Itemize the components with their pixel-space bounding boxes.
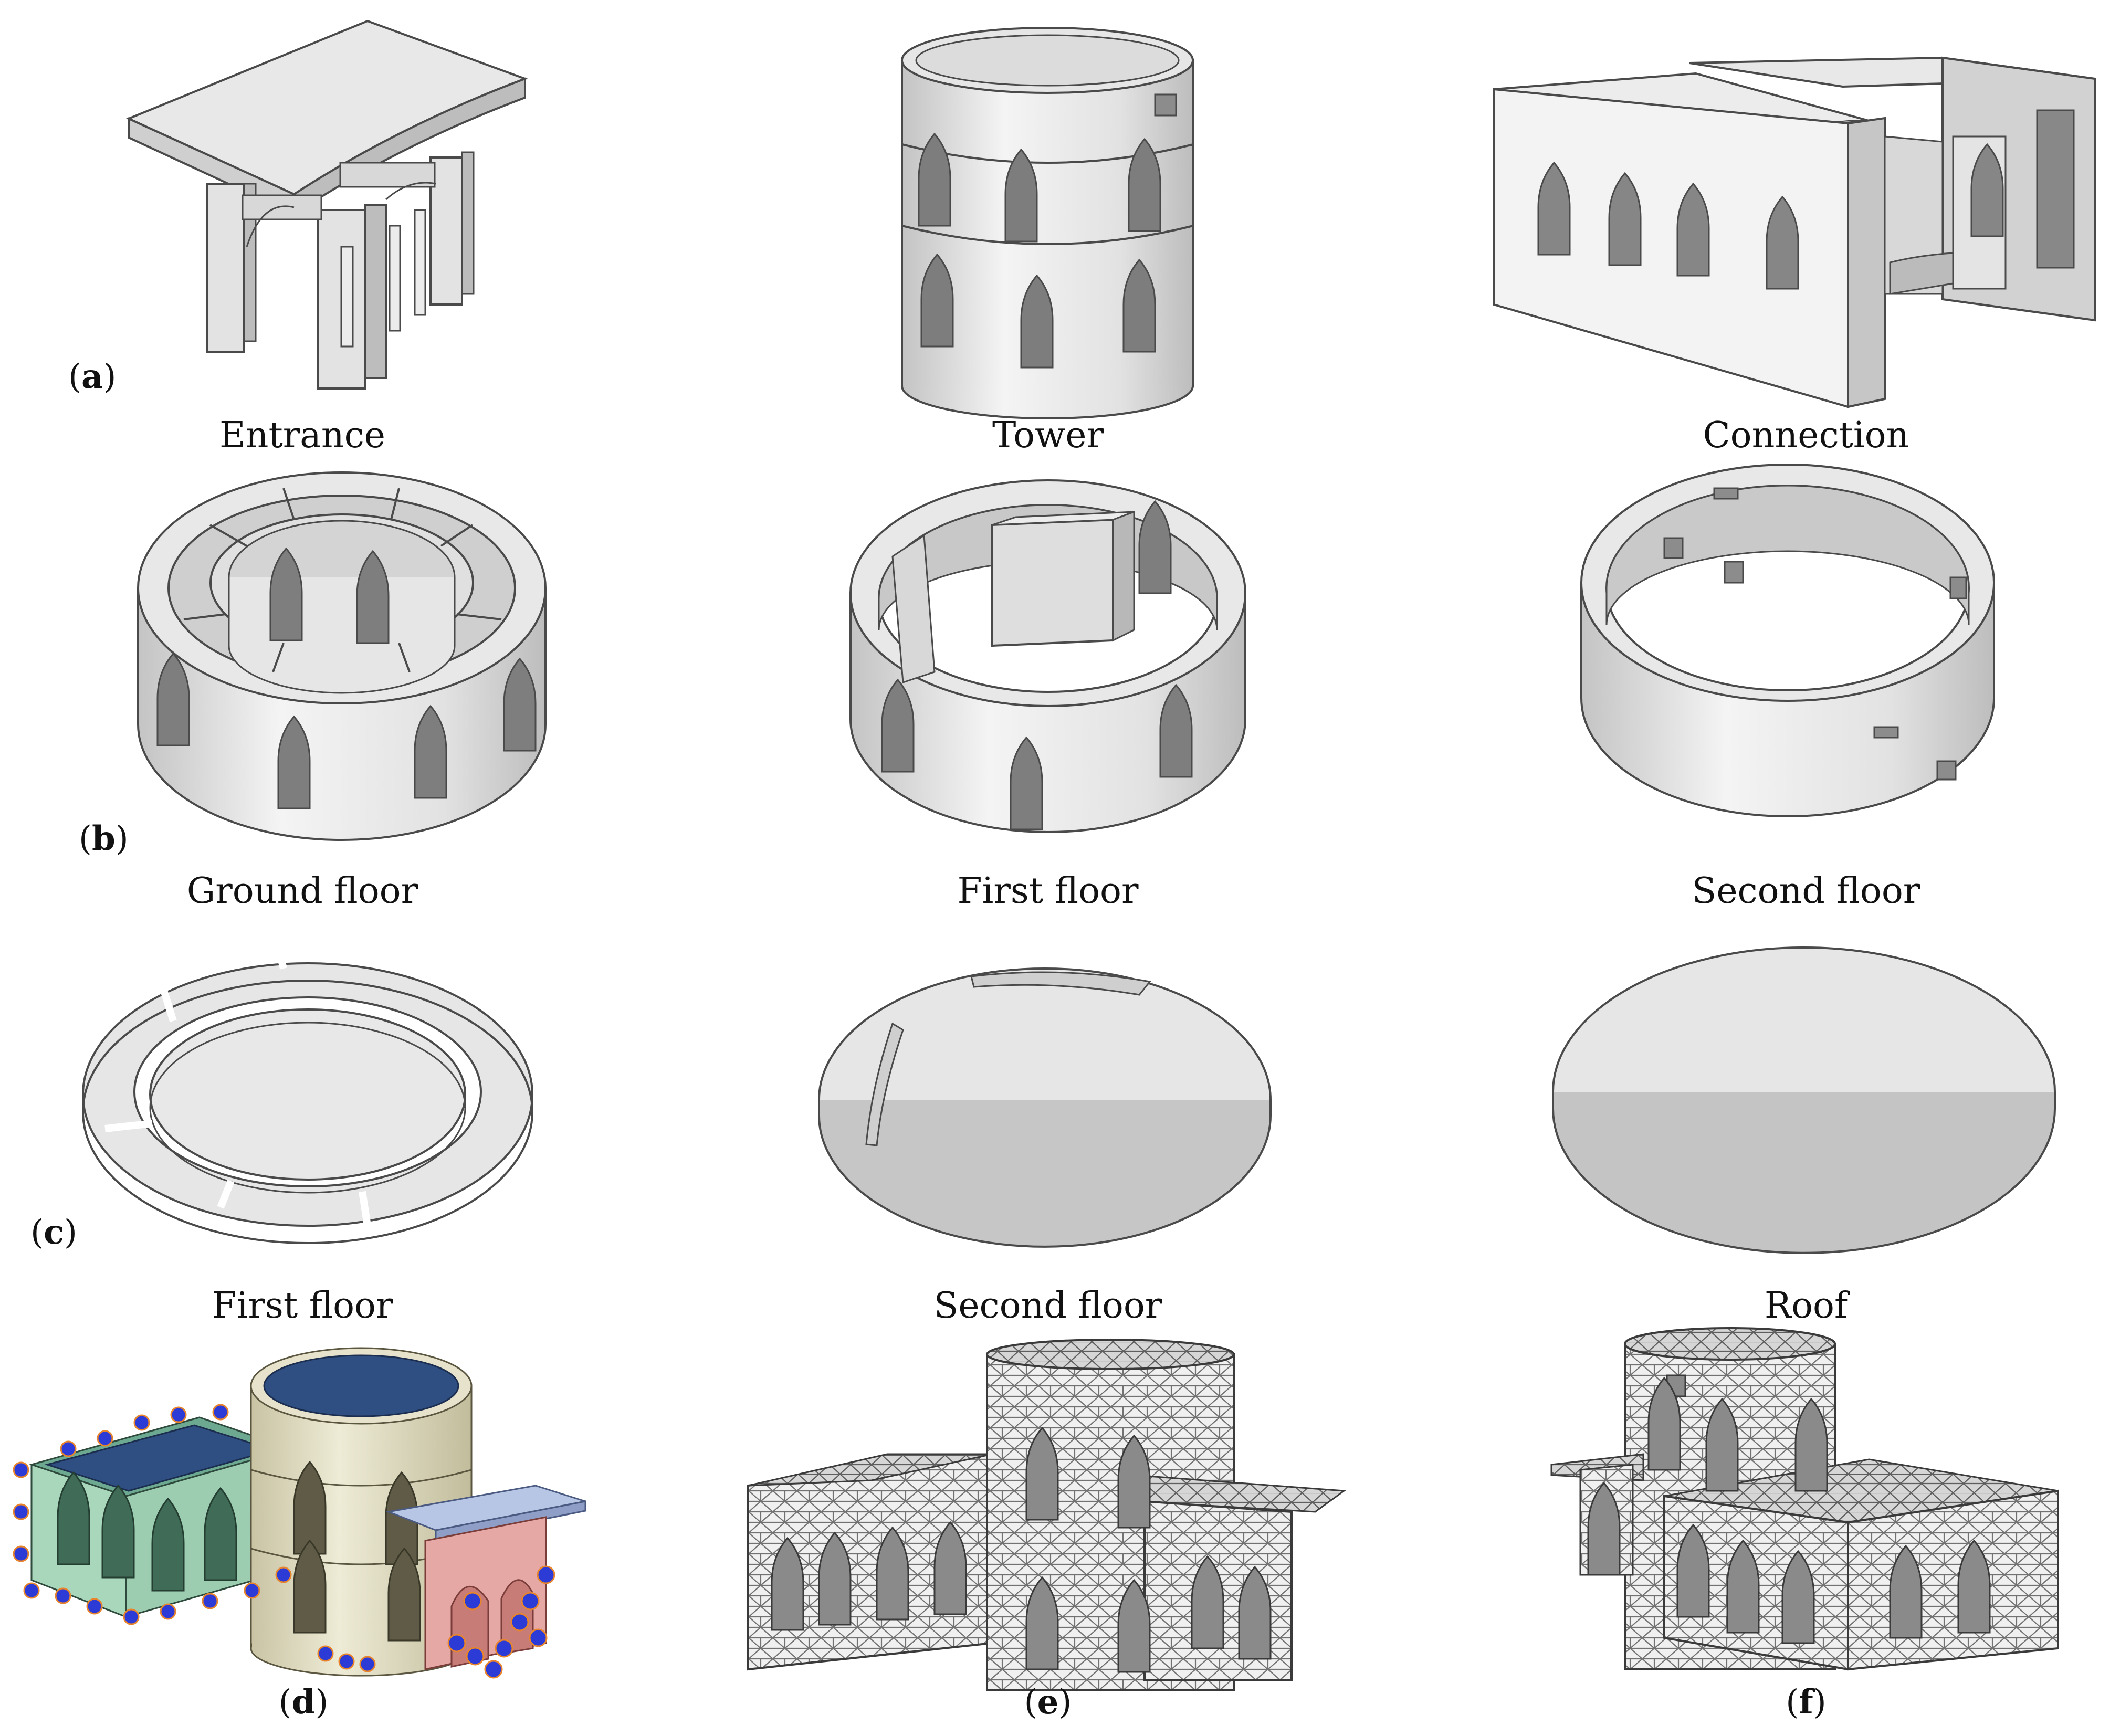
caption-ground-floor: Ground floor bbox=[186, 870, 418, 912]
panel-label-a: (a) bbox=[68, 357, 117, 396]
assembly-model bbox=[13, 1347, 586, 1679]
caption-first-floor: First floor bbox=[957, 870, 1139, 912]
panel-label-c: (c) bbox=[30, 1213, 77, 1252]
mesh-back bbox=[1550, 1327, 2059, 1671]
tower-solid bbox=[901, 27, 1194, 419]
caption-connection: Connection bbox=[1703, 415, 1909, 456]
caption-second-floor: Second floor bbox=[1692, 870, 1920, 912]
caption-roof: Roof bbox=[1764, 1285, 1848, 1327]
caption-entrance: Entrance bbox=[219, 415, 385, 456]
first-floor-slab bbox=[82, 936, 533, 1244]
second-floor-ring bbox=[1580, 464, 1995, 817]
roof-slab bbox=[1552, 946, 2056, 1254]
mesh-front bbox=[747, 1339, 1347, 1691]
caption-first-floor-slab: First floor bbox=[212, 1285, 393, 1327]
panel-label-e: (e) bbox=[1024, 1682, 1072, 1722]
panel-label-f: (f) bbox=[1786, 1682, 1827, 1722]
ground-floor-ring bbox=[137, 471, 547, 841]
panel-label-d: (d) bbox=[278, 1682, 329, 1722]
connection-solid bbox=[1493, 56, 2096, 408]
second-floor-slab bbox=[818, 967, 1272, 1248]
entrance-solid bbox=[125, 19, 528, 390]
caption-tower: Tower bbox=[992, 415, 1104, 456]
first-floor-ring bbox=[849, 479, 1246, 833]
caption-second-floor-slab: Second floor bbox=[933, 1285, 1162, 1327]
panel-label-b: (b) bbox=[79, 819, 129, 858]
